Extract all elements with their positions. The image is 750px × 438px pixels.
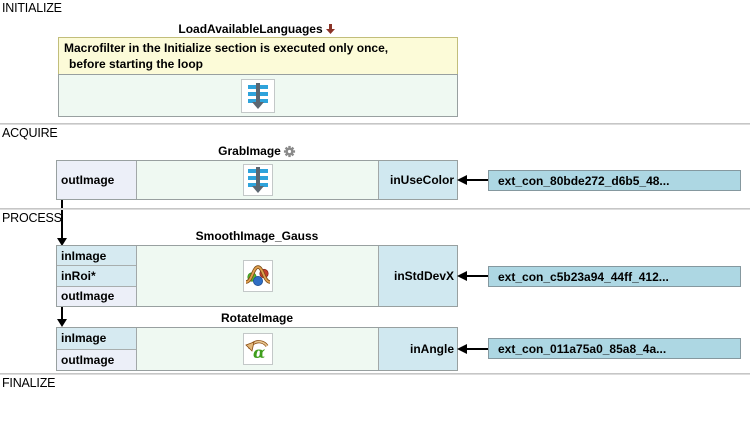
comment-line-1: Macrofilter in the Initialize section is… [64,41,389,55]
section-label-process: PROCESS [2,211,62,225]
port-outImage[interactable]: outImage [57,161,136,199]
macrofilter-icon [241,78,275,113]
section-label-initialize: INITIALIZE [2,1,62,15]
connection-arrowhead-left [457,175,467,185]
block-title-text: RotateImage [220,311,294,325]
red-down-arrow-icon[interactable] [325,23,336,35]
macrofilter-icon [242,164,273,196]
connection-line [464,179,488,181]
block-title-text: LoadAvailableLanguages [178,22,323,36]
port-inImage[interactable]: inImage [57,246,136,267]
connection-line [464,275,488,277]
initialize-comment-box[interactable]: Macrofilter in the Initialize section is… [58,37,458,75]
block-title-rotate-image[interactable]: RotateImage [56,311,458,325]
gear-icon[interactable] [283,145,296,158]
connection-line [61,200,63,238]
section-separator [0,373,750,375]
load-languages-block[interactable] [58,74,458,117]
port-inStdDevX[interactable]: inStdDevX [378,246,457,306]
block-title-smooth-image[interactable]: SmoothImage_Gauss [56,229,458,243]
connection-arrowhead-down [57,319,67,327]
comment-line-2: before starting the loop [69,57,204,71]
grab-image-body[interactable] [137,161,378,199]
section-label-finalize: FINALIZE [2,376,56,390]
gauss-smooth-icon [242,260,273,292]
port-outImage[interactable]: outImage [57,286,136,306]
ext-con-inAngle[interactable]: ext_con_011a75a0_85a8_4a... [488,338,741,359]
block-title-load-languages[interactable]: LoadAvailableLanguages [56,22,458,36]
rotate-alpha-icon: α [242,333,273,365]
connection-line [61,307,63,320]
connection-line [464,348,488,350]
block-title-text: GrabImage [218,144,281,158]
port-outImage[interactable]: outImage [57,349,136,370]
smooth-image-block[interactable]: inImage inRoi* outImage inStdDevX [56,245,458,307]
grab-image-block[interactable]: outImage inUseColor [56,160,458,200]
svg-text:α: α [253,343,265,362]
smooth-image-ports-left: inImage inRoi* outImage [57,246,137,306]
smooth-image-body[interactable] [137,246,378,306]
connection-arrowhead-down [57,238,67,246]
ext-con-inStdDevX[interactable]: ext_con_c5b23a94_44ff_412... [488,266,741,287]
load-languages-body[interactable] [59,75,457,116]
port-inImage[interactable]: inImage [57,328,136,350]
ext-con-inUseColor[interactable]: ext_con_80bde272_d6b5_48... [488,170,741,191]
block-title-text: SmoothImage_Gauss [195,229,319,243]
rotate-image-ports-left: inImage outImage [57,328,137,370]
grab-image-ports-left: outImage [57,161,137,199]
connection-arrowhead-left [457,271,467,281]
section-separator [0,208,750,210]
block-title-grab-image[interactable]: GrabImage [56,144,458,158]
port-inAngle[interactable]: inAngle [378,328,457,370]
rotate-image-body[interactable]: α [137,328,378,370]
port-inUseColor[interactable]: inUseColor [378,161,457,199]
section-separator [0,123,750,125]
rotate-image-block[interactable]: inImage outImage α inAngle [56,327,458,371]
port-inRoi[interactable]: inRoi* [57,266,136,287]
section-label-acquire: ACQUIRE [2,126,58,140]
connection-arrowhead-left [457,344,467,354]
